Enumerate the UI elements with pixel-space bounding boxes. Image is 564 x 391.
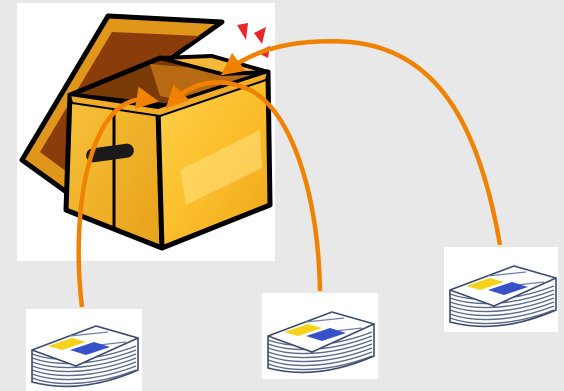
paper-stack-icon	[31, 325, 139, 388]
paper-stack-icon	[267, 311, 375, 374]
paper-yellow-block	[466, 278, 504, 290]
paper-yellow-block	[284, 324, 322, 336]
paper-yellow-block	[48, 338, 86, 350]
paper-blue-block	[306, 328, 346, 341]
paper-stack-icon	[449, 265, 557, 328]
arrow-document-3	[220, 39, 503, 246]
box-handle-hole	[86, 143, 134, 163]
box-side-highlight	[180, 130, 262, 205]
arrow-document-1	[76, 86, 159, 308]
paper-blue-block	[488, 282, 528, 295]
paper-blue-block	[70, 342, 110, 355]
arrow-document-2	[165, 80, 323, 292]
